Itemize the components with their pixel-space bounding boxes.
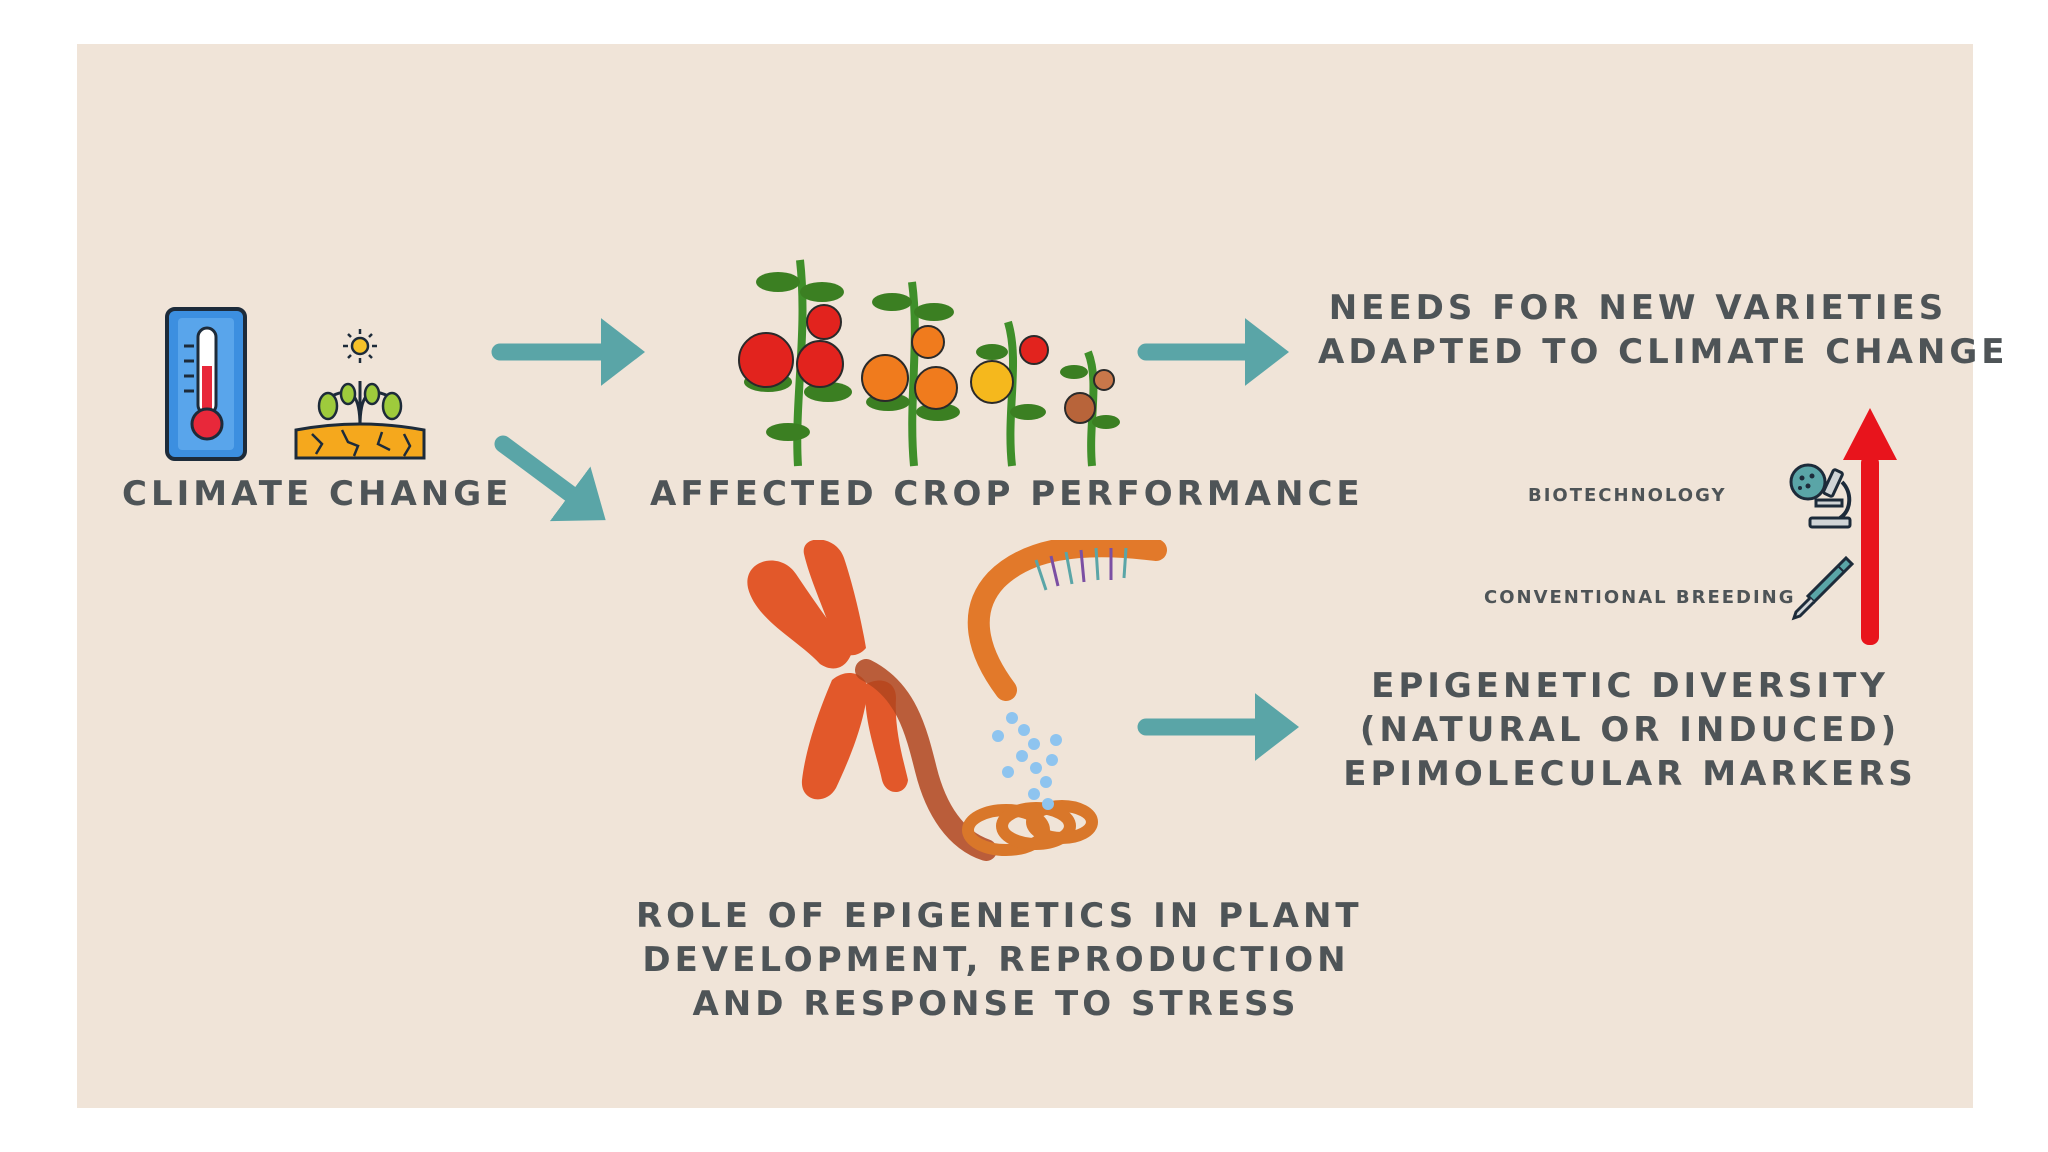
thermometer-icon [165, 307, 247, 461]
role-line-3: AND RESPONSE TO STRESS [692, 984, 1300, 1025]
drought-plant-icon [294, 329, 426, 460]
tomato-plants-icon [738, 259, 1120, 467]
microscope-icon [1789, 463, 1852, 529]
label-biotechnology: BIOTECHNOLOGY [1528, 485, 1727, 506]
role-line-1: ROLE OF EPIGENETICS IN PLANT [636, 896, 1363, 936]
label-role-of-epigenetics: ROLE OF EPIGENETICS IN PLANT DEVELOPMENT… [636, 894, 1363, 1027]
needs-line-2: ADAPTED TO CLIMATE CHANGE [1318, 332, 2009, 373]
epi-line-3: EPIMOLECULAR MARKERS [1343, 754, 1917, 795]
label-conventional-breeding: CONVENTIONAL BREEDING [1484, 587, 1796, 608]
diagram-panel [77, 44, 1973, 1108]
role-line-2: DEVELOPMENT, REPRODUCTION [642, 940, 1350, 981]
chromosome-dna-icon [747, 540, 1167, 861]
label-needs-new-varieties: NEEDS FOR NEW VARIETIES ADAPTED TO CLIMA… [1318, 286, 2009, 374]
arrow-climate-to-epigenetics [494, 435, 606, 522]
label-climate-change: CLIMATE CHANGE [122, 474, 513, 514]
red-up-arrow [1843, 408, 1897, 645]
label-affected-crop-performance: AFFECTED CROP PERFORMANCE [650, 474, 1364, 514]
epi-line-1: EPIGENETIC DIVERSITY [1371, 666, 1889, 706]
epi-line-2: (NATURAL OR INDUCED) [1359, 710, 1901, 751]
label-epigenetic-diversity: EPIGENETIC DIVERSITY (NATURAL OR INDUCED… [1330, 664, 1930, 797]
pipette-icon [1791, 555, 1855, 621]
needs-line-1: NEEDS FOR NEW VARIETIES [1328, 288, 1948, 328]
